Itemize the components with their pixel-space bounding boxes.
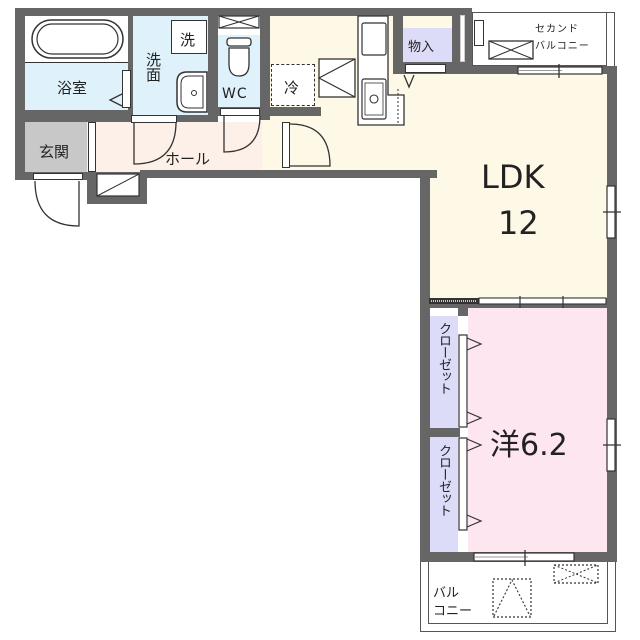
closet-1 [430,316,458,428]
wall-storage-left [393,8,403,74]
balcony-drain-icon [492,578,532,618]
bathroom-label: 浴室 [57,79,88,97]
ldk-door-frame [282,122,290,168]
wash-basin-icon [176,71,208,113]
wall-wc-right [260,8,270,120]
second-balcony-inner [472,12,607,66]
wall-bath-bottom [15,110,133,122]
fridge-label: 冷 [284,79,300,97]
storage-label: 物入 [408,40,435,55]
hall [87,122,282,172]
toilet-label: WC [222,86,248,102]
storage-room [402,28,452,62]
entrance-door-swing[interactable] [33,180,85,228]
closet-1-door[interactable] [458,334,484,430]
balcony [420,560,616,632]
wall-closet-right-top [458,306,468,316]
balcony-label-2: コニー [433,604,473,619]
storage-door[interactable] [405,64,446,73]
western-room-label: 洋6.2 [490,428,568,463]
wall-closet-divider [428,428,460,437]
second-balcony-hatch[interactable] [474,20,484,46]
washer-space [171,20,207,54]
second-balcony-ac-unit-icon [488,40,534,60]
washroom-door-frame [131,115,177,123]
wall-wash-right [208,8,218,122]
ldk-door-swing[interactable] [289,122,334,168]
stove-icon [317,58,356,98]
washer-label: 洗 [180,31,196,49]
toilet-icon [226,37,252,77]
partition-line [460,15,465,62]
second-balcony [472,12,615,74]
wc-door-swing[interactable] [222,115,262,154]
fridge-space [271,64,315,106]
balcony-label-1: バル [433,586,460,601]
closet-2-label: クローゼット [436,444,451,516]
washroom-door-swing[interactable] [132,121,178,166]
window-second-balcony[interactable] [517,64,603,78]
wc-vent-icon [218,15,260,29]
closet-2-door[interactable] [458,437,484,533]
bath-door-arrow-icon [108,93,123,107]
wall-right [607,66,617,560]
entrance-door-frame [33,173,83,180]
storage-door-arrow-icon [403,74,415,89]
washroom-label: 洗面 [144,52,162,82]
second-balcony-label-1: セカンド [535,24,579,35]
wall-bath-right [128,8,133,120]
entrance-hall-step [88,122,96,172]
ldk-size-label: 12 [498,204,539,242]
window-ldk-right[interactable] [603,185,623,239]
wall-wc-bottom [208,107,321,116]
western-room [468,308,607,555]
wall-left [15,8,25,180]
closet-1-label: クローゼット [436,322,451,394]
wall-hall-bottom [140,170,437,178]
window-western-balcony[interactable] [473,550,575,566]
wc-door-frame [220,108,260,116]
bath-door[interactable] [122,70,131,108]
bathtub-icon [31,19,124,59]
closet-2 [430,437,458,552]
hall-label: ホール [165,150,211,168]
entrance-label: 玄関 [39,143,70,161]
ldk-lower [428,165,607,300]
entrance [25,122,87,172]
balcony-inner [428,562,608,624]
balcony-ac-outdoor-icon [553,564,599,584]
ldk-label: LDK [481,158,545,196]
wall-top-left [15,8,472,16]
window-western-right[interactable] [603,418,623,472]
wall-inner-vertical [420,170,430,560]
shoebox-icon [96,173,140,197]
ldk-western-sliding-door[interactable] [428,296,608,308]
kitchen-counter-icon [357,15,405,126]
second-balcony-label-2: バルコニー [535,41,590,52]
